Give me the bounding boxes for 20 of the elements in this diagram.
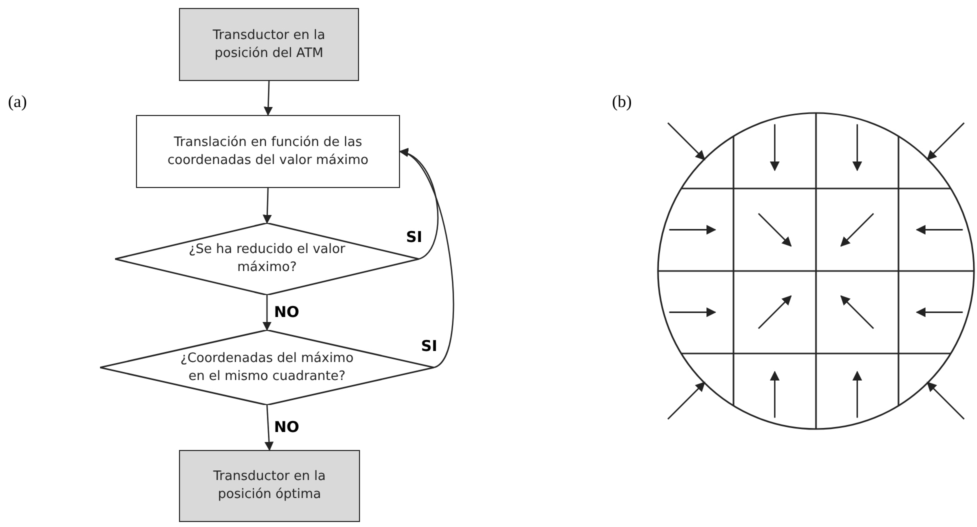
arrow: [262, 295, 272, 331]
node-label: ¿Se ha reducido el valor máximo?: [188, 241, 346, 277]
process-box: [136, 115, 400, 188]
node-label: ¿Coordenadas del máximo en el mismo cuadrante?: [179, 350, 355, 386]
node-label: Transductor en la posición del ATM: [212, 26, 326, 62]
terminal-box: [179, 450, 360, 522]
decision-diamond: [115, 223, 419, 295]
arrow: [399, 150, 454, 368]
edge-label: SI: [420, 338, 438, 354]
arrow: [264, 80, 273, 116]
decision-diamond: [100, 330, 434, 405]
arrow: [262, 188, 272, 224]
node-label: Translación en función de las coordenadas del valor máximo: [166, 134, 370, 170]
panel-label: (b): [612, 92, 632, 112]
terminal-box: [179, 8, 359, 81]
edge-label: NO: [273, 304, 300, 320]
node-label: Transductor en la posición óptima: [212, 468, 327, 504]
edge-label: NO: [273, 418, 300, 436]
arrow: [264, 404, 274, 451]
panel-label: (a): [8, 92, 27, 112]
